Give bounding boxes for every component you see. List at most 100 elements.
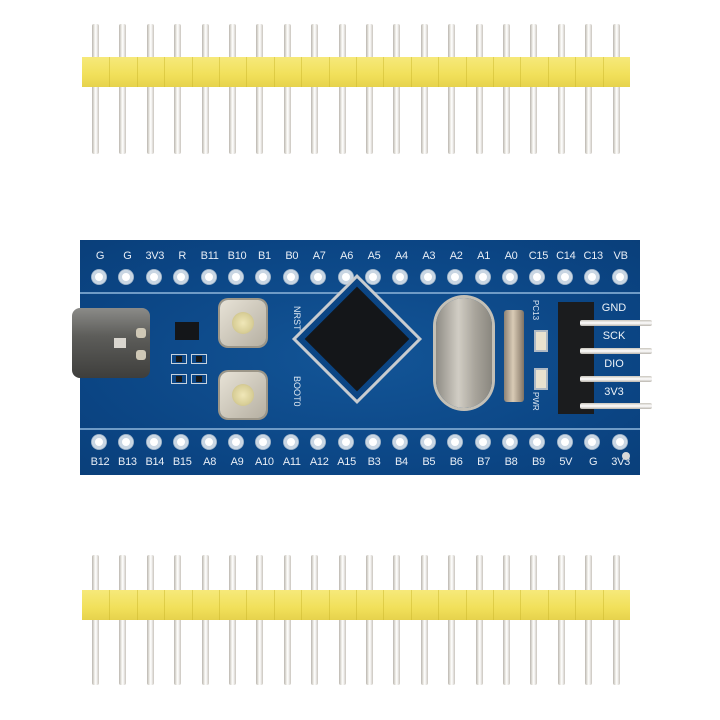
power-led xyxy=(536,370,546,388)
header-plastic-body xyxy=(82,57,630,87)
header-pin xyxy=(92,24,99,154)
pin-hole xyxy=(530,435,545,449)
pin-label: A4 xyxy=(394,250,408,262)
header-pin xyxy=(585,555,593,685)
pin-label: B8 xyxy=(504,456,518,468)
pin-label: B10 xyxy=(227,250,247,262)
pin-hole xyxy=(92,435,106,449)
smd-resistor xyxy=(192,375,206,383)
header-pin xyxy=(311,24,319,154)
pin-label: B4 xyxy=(394,456,408,468)
pin-label: C13 xyxy=(583,250,604,262)
header-pin xyxy=(146,24,154,154)
pin-hole xyxy=(174,270,189,284)
pc13-led xyxy=(536,332,546,350)
pin-label: B1 xyxy=(257,250,271,262)
header-pin xyxy=(283,24,291,154)
pin-hole xyxy=(146,270,161,284)
header-pin xyxy=(557,555,565,685)
pin-hole xyxy=(283,270,298,284)
pin-hole xyxy=(229,435,243,449)
pin-hole xyxy=(557,270,572,284)
usb-c-connector xyxy=(72,308,150,378)
header-pin xyxy=(338,24,346,154)
header-pin xyxy=(338,555,346,685)
pin-hole xyxy=(283,435,298,449)
pin-hole xyxy=(338,270,353,284)
pin-label: B12 xyxy=(90,456,110,468)
pin-label: B9 xyxy=(531,456,545,468)
pin-label: A1 xyxy=(477,250,491,262)
pin-label: B6 xyxy=(449,456,463,468)
pin-hole xyxy=(557,435,572,449)
pin-hole xyxy=(475,435,490,449)
header-pin xyxy=(174,555,182,685)
pin-hole xyxy=(256,435,271,449)
pin-label: B0 xyxy=(285,250,299,262)
header-pin xyxy=(201,24,209,154)
header-pin xyxy=(119,24,127,154)
boot0-button[interactable] xyxy=(220,372,266,418)
swd-label-gnd: GND xyxy=(601,302,627,314)
pin-label: B13 xyxy=(118,456,137,468)
header-pin xyxy=(475,24,483,154)
pin-hole xyxy=(393,270,408,284)
boot0-label: BOOT0 xyxy=(292,376,302,407)
pin-hole xyxy=(119,435,134,449)
pin-hole xyxy=(311,270,326,284)
pin-label: A6 xyxy=(340,250,354,262)
header-pin xyxy=(119,555,127,685)
pin-hole xyxy=(146,435,161,449)
pin-label: VB xyxy=(613,250,628,262)
header-pin xyxy=(229,555,236,685)
header-pin xyxy=(393,555,401,685)
smd-resistor xyxy=(172,355,186,363)
pc13-label: PC13 xyxy=(531,300,540,321)
header-pin xyxy=(503,555,510,685)
pin-hole xyxy=(174,435,189,449)
pin-hole xyxy=(530,270,545,284)
pin-label: A8 xyxy=(203,456,217,468)
pin-hole xyxy=(475,270,490,284)
header-pin xyxy=(283,555,291,685)
pin-hole xyxy=(229,270,243,284)
pin-hole xyxy=(119,270,134,284)
pin-label: A0 xyxy=(504,250,518,262)
header-pin xyxy=(503,24,510,154)
pin-hole xyxy=(201,270,216,284)
pin-label: G xyxy=(95,250,105,262)
pin-label: A3 xyxy=(422,250,436,262)
header-pin xyxy=(475,555,483,685)
pin-label: A11 xyxy=(282,456,301,468)
header-plastic-body xyxy=(82,590,630,620)
pin-label: 5V xyxy=(559,456,573,468)
pin-hole xyxy=(612,435,627,449)
swd-pin-3v3 xyxy=(580,403,652,409)
pin-label: B7 xyxy=(477,456,491,468)
stm32-mcu-chip xyxy=(304,286,410,392)
header-pin xyxy=(366,24,373,154)
header-pin xyxy=(311,555,319,685)
pin-label: A15 xyxy=(337,456,356,468)
pin-hole xyxy=(612,270,627,284)
header-pin xyxy=(420,555,428,685)
header-pin xyxy=(612,24,620,154)
pin-label: 3V3 xyxy=(611,456,630,468)
pin-label: B15 xyxy=(172,456,192,468)
pin-label: R xyxy=(178,250,187,262)
pin-label: A7 xyxy=(312,250,326,262)
pin-hole xyxy=(92,270,106,284)
pin-label: B3 xyxy=(367,456,381,468)
reset-button-cap xyxy=(232,312,254,334)
pin-label: A2 xyxy=(449,250,463,262)
header-pin xyxy=(393,24,401,154)
voltage-regulator-chip xyxy=(175,322,199,340)
nrst-label: NRST xyxy=(292,306,302,331)
pin-header-top xyxy=(82,24,630,154)
reset-button[interactable] xyxy=(220,300,266,346)
pin-hole xyxy=(585,270,600,284)
header-pin xyxy=(448,555,456,685)
pin-hole xyxy=(503,435,517,449)
header-pin xyxy=(229,24,236,154)
